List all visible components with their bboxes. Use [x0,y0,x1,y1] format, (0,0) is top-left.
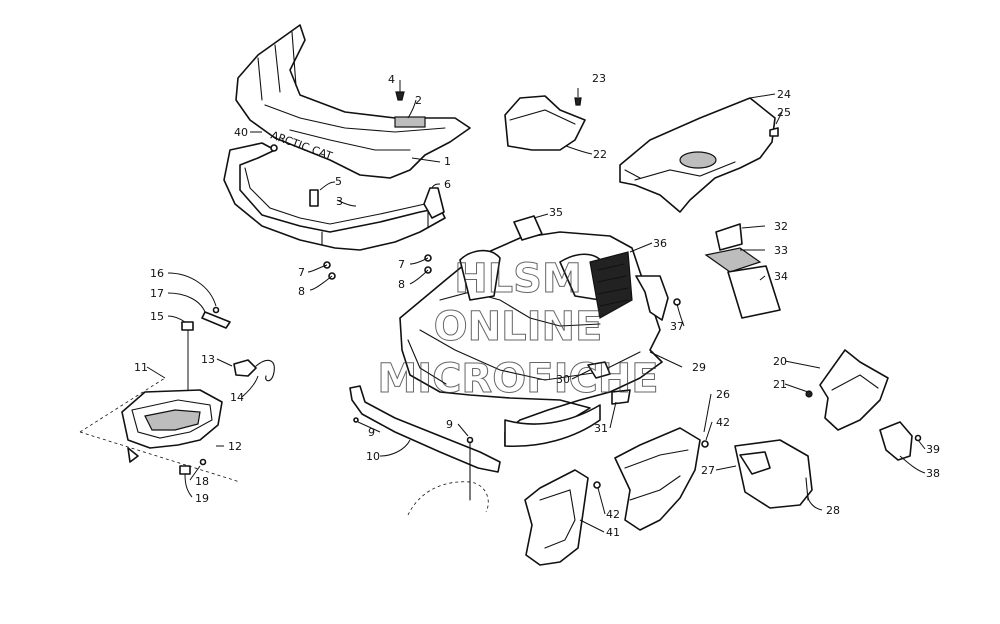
label-28: 28 [826,504,840,517]
label-30: 30 [556,373,570,386]
small-trim-piece [879,421,922,461]
instrument-pod-cover [619,97,779,213]
label-5: 5 [335,175,342,188]
label-31: 31 [594,422,608,435]
label-27: 27 [701,464,715,477]
label-11: 11 [134,361,148,374]
watermark: HLSM ONLINE MICROFICHE [377,256,659,403]
label-7b: 7 [398,258,405,271]
label-21: 21 [773,378,787,391]
front-rack: ARCTIC CAT [235,24,471,179]
label-32: 32 [774,220,788,233]
wheel-phantom-outline [407,481,489,516]
label-1: 1 [444,155,451,168]
label-9a: 9 [368,426,375,439]
side-access-panel [805,349,889,431]
watermark-line-3: MICROFICHE [377,356,658,402]
label-26: 26 [716,388,730,401]
label-33: 33 [774,244,788,257]
label-7a: 7 [298,266,305,279]
watermark-line-1: HLSM [454,256,582,302]
watermark-line-2: ONLINE [434,304,603,350]
label-25: 25 [777,106,791,119]
label-17: 17 [150,287,164,300]
label-35: 35 [549,206,563,219]
front-body-panel [399,231,681,448]
label-3: 3 [336,195,343,208]
decal-set [513,215,781,319]
label-36: 36 [653,237,667,250]
label-24: 24 [777,88,791,101]
label-37: 37 [670,320,684,333]
splash-panel-right [734,439,813,509]
label-14: 14 [230,391,244,404]
label-38: 38 [926,467,940,480]
label-34: 34 [774,270,788,283]
label-23: 23 [592,72,606,85]
label-10: 10 [366,450,380,463]
inner-fender-liner [614,427,709,531]
label-8a: 8 [298,285,305,298]
label-20: 20 [773,355,787,368]
label-18: 18 [195,475,209,488]
headlight-visor [504,95,586,151]
label-15: 15 [150,310,164,323]
label-9b: 9 [446,418,453,431]
front-fender-trim [349,385,501,501]
label-39: 39 [926,443,940,456]
label-42b: 42 [606,508,620,521]
label-13: 13 [201,353,215,366]
label-22: 22 [593,148,607,161]
label-4: 4 [388,73,395,86]
label-29: 29 [692,361,706,374]
headlight-assembly [79,306,275,483]
label-42a: 42 [716,416,730,429]
label-6: 6 [444,178,451,191]
splash-guard-left [524,469,601,566]
leader-lines [146,80,926,533]
label-19: 19 [195,492,209,505]
label-12: 12 [228,440,242,453]
label-41: 41 [606,526,620,539]
label-16: 16 [150,267,164,280]
label-8b: 8 [398,278,405,291]
label-40: 40 [234,126,248,139]
part-number-labels: 4 2 1 40 5 3 6 7 8 7 8 16 17 15 11 13 14… [134,72,940,539]
label-2: 2 [415,94,422,107]
